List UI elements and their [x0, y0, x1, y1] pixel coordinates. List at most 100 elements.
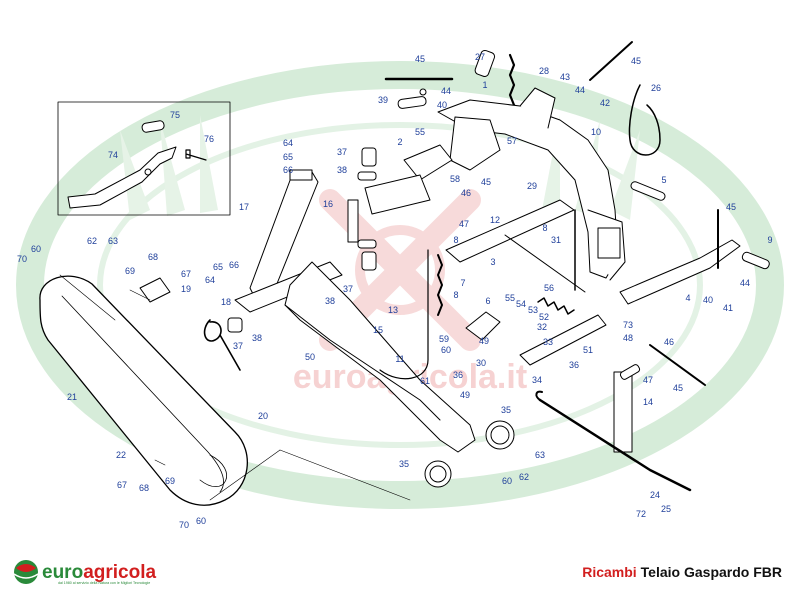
callout-44: 44 [441, 86, 451, 96]
callout-58: 58 [450, 174, 460, 184]
callout-19: 19 [181, 284, 191, 294]
callout-69: 69 [125, 266, 135, 276]
callout-49: 49 [479, 336, 489, 346]
callout-3: 3 [490, 257, 495, 267]
callout-47: 47 [643, 375, 653, 385]
part-47-pin [619, 364, 641, 380]
part-32-arm [519, 314, 607, 366]
callout-37: 37 [343, 284, 353, 294]
callout-40: 40 [437, 100, 447, 110]
part-76-bolt [185, 149, 207, 161]
callout-46: 46 [461, 188, 471, 198]
callout-15: 15 [373, 325, 383, 335]
logo-name-euro: euro [42, 562, 83, 583]
callout-70: 70 [179, 520, 189, 530]
callout-4: 4 [685, 293, 690, 303]
callout-29: 29 [527, 181, 537, 191]
part-74-bracket [67, 146, 177, 209]
callout-32: 32 [537, 322, 547, 332]
inset-detail-box [57, 101, 231, 216]
euroagricola-globe-icon [13, 560, 39, 584]
callout-2: 2 [397, 137, 402, 147]
part-2-bracket [403, 144, 453, 181]
part-13-loop [379, 249, 429, 380]
part-19-bracket [139, 277, 171, 303]
callout-8: 8 [542, 223, 547, 233]
callout-65: 65 [213, 262, 223, 272]
footer-logo: euroagricola dal 1980 al servizio della … [13, 560, 156, 585]
callout-26: 26 [651, 83, 661, 93]
part-14-post [613, 371, 633, 453]
callout-63: 63 [108, 236, 118, 246]
callout-27: 27 [475, 52, 485, 62]
logo-tagline: dal 1980 al servizio della Natura con le… [58, 581, 150, 585]
callout-40: 40 [703, 295, 713, 305]
part-37-bushing-a [361, 147, 377, 167]
part-4-arm [619, 239, 741, 305]
logo-name-agricola: agricola [83, 562, 156, 583]
part-5-bushing [630, 181, 666, 201]
callout-68: 68 [139, 483, 149, 493]
callout-7: 7 [460, 278, 465, 288]
part-72-rod [538, 398, 692, 492]
callout-9: 9 [767, 235, 772, 245]
callout-72: 72 [636, 509, 646, 519]
part-7-chain [437, 254, 443, 316]
callout-45: 45 [481, 177, 491, 187]
callout-24: 24 [650, 490, 660, 500]
part-6-bracket [465, 311, 501, 341]
callout-63: 63 [535, 450, 545, 460]
part-37-bushing-b [361, 251, 377, 271]
callout-65: 65 [283, 152, 293, 162]
callout-74: 74 [108, 150, 118, 160]
callout-44: 44 [575, 85, 585, 95]
leader-lines [59, 274, 411, 501]
callout-37: 37 [233, 341, 243, 351]
parts-line-art [39, 41, 770, 506]
callout-62: 62 [519, 472, 529, 482]
part-39-pin [397, 96, 427, 109]
callout-45: 45 [673, 383, 683, 393]
callout-68: 68 [148, 252, 158, 262]
callout-56: 56 [544, 283, 554, 293]
part-11-spring [203, 319, 241, 371]
callout-36: 36 [569, 360, 579, 370]
callout-5: 5 [661, 175, 666, 185]
page-title-model: Telaio Gaspardo FBR [641, 564, 782, 580]
svg-text:euroagricola: euroagricola [42, 562, 156, 583]
callout-51: 51 [583, 345, 593, 355]
callout-1: 1 [482, 80, 487, 90]
callout-70: 70 [17, 254, 27, 264]
callout-35: 35 [399, 459, 409, 469]
callout-8: 8 [453, 290, 458, 300]
callout-6: 6 [485, 296, 490, 306]
callout-76: 76 [204, 134, 214, 144]
callout-14: 14 [643, 397, 653, 407]
callout-21: 21 [67, 392, 77, 402]
callout-44: 44 [740, 278, 750, 288]
part-3-bar [445, 199, 575, 263]
part-75-bushing [141, 120, 165, 133]
callout-60: 60 [31, 244, 41, 254]
callout-16: 16 [323, 199, 333, 209]
callout-47: 47 [459, 219, 469, 229]
callout-39: 39 [378, 95, 388, 105]
callout-18: 18 [221, 297, 231, 307]
callout-60: 60 [502, 476, 512, 486]
callout-25: 25 [661, 504, 671, 514]
callout-38: 38 [337, 165, 347, 175]
part-15-main-frame [284, 261, 476, 453]
callout-64: 64 [283, 138, 293, 148]
callout-11: 11 [395, 354, 404, 364]
callout-12: 12 [490, 215, 500, 225]
part-53-spring [537, 297, 575, 315]
callout-45: 45 [726, 202, 736, 212]
callout-67: 67 [181, 269, 191, 279]
callout-57: 57 [507, 136, 517, 146]
callout-64: 64 [205, 275, 215, 285]
callout-61: 61 [420, 376, 430, 386]
callout-69: 69 [165, 476, 175, 486]
callout-28: 28 [539, 66, 549, 76]
callout-66: 66 [229, 260, 239, 270]
